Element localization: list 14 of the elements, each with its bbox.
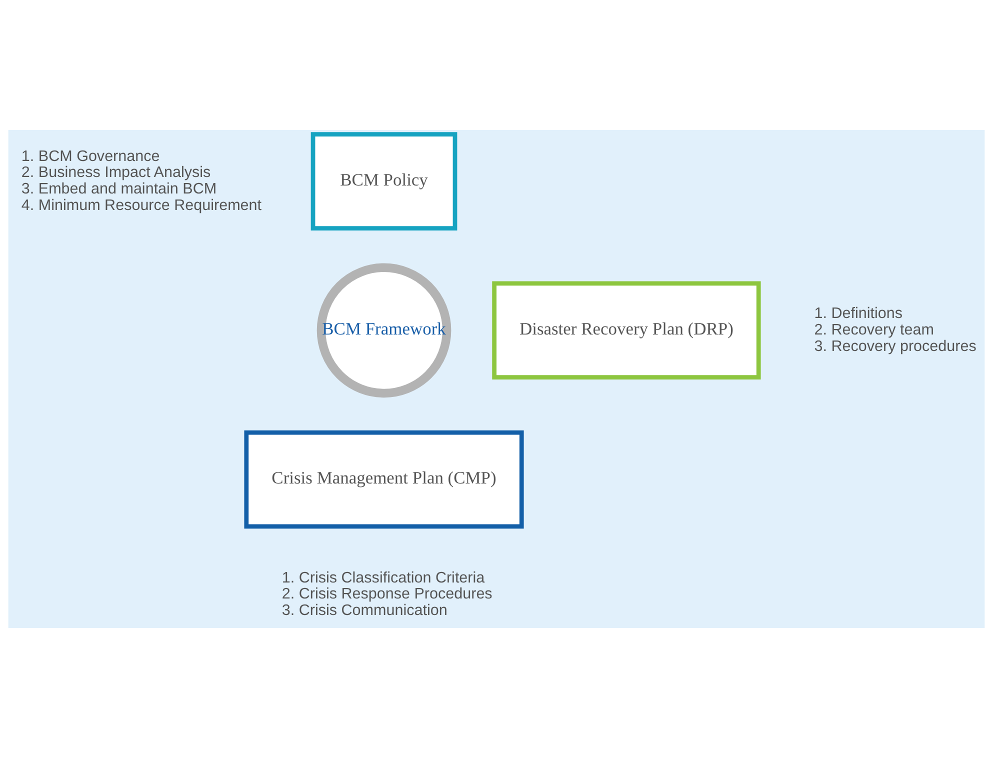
- node-label: 4. Minimum Resource Requirement: [21, 196, 262, 214]
- node-box: BCM Policy: [310, 132, 458, 230]
- node-circle: BCM Framework: [316, 262, 452, 398]
- node-label: 1. Definitions: [814, 304, 903, 322]
- node-box: Disaster Recovery Plan (DRP): [492, 280, 761, 380]
- node-label: 2. Crisis Response Procedures: [282, 585, 492, 602]
- node-label: 2. Business Impact Analysis: [21, 164, 211, 181]
- node-label: 1. BCM Governance: [21, 147, 160, 164]
- node-label: 3. Recovery procedures: [814, 337, 976, 354]
- node-label: 3. Crisis Communication: [282, 602, 448, 619]
- node-label: 2. Recovery team: [814, 320, 934, 338]
- node-label: 1. Crisis Classification Criteria: [282, 568, 485, 586]
- node-box: Crisis Management Plan (CMP): [244, 430, 524, 528]
- node-label: 3. Embed and maintain BCM: [21, 180, 217, 198]
